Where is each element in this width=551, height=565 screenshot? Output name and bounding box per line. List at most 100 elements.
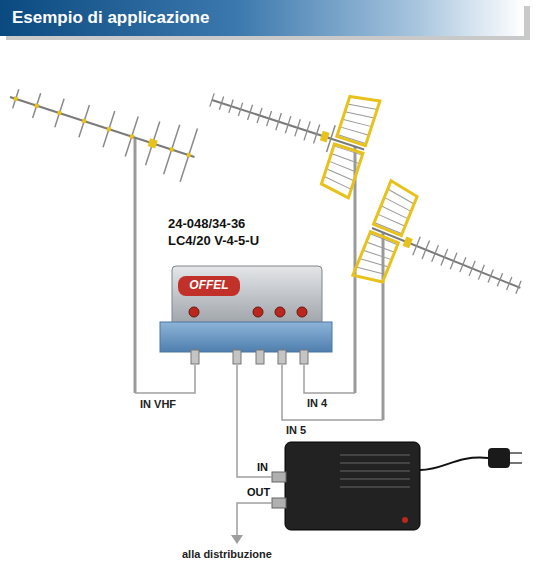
vhf-antenna-part-part xyxy=(148,138,158,148)
uhf-antenna-part-part xyxy=(304,121,310,140)
uhf-antenna-part-part xyxy=(320,131,330,143)
uhf-antenna-part-part xyxy=(413,237,420,256)
header-band-part xyxy=(0,0,524,36)
output-cable-part xyxy=(237,503,272,536)
vhf-antenna-part-part xyxy=(146,121,160,165)
vhf-antenna-part-part xyxy=(106,127,111,132)
brand-logo: OFFEL xyxy=(178,278,240,292)
input-label: IN 4 xyxy=(307,397,327,409)
power-supply xyxy=(272,442,522,530)
output-label: alla distribuzione xyxy=(182,548,272,560)
amplifier-part xyxy=(160,322,332,352)
uhf-antenna-part-part xyxy=(342,117,371,128)
vhf-antenna-part-part xyxy=(186,153,191,158)
uhf-antenna-part-part xyxy=(285,116,291,133)
antenna-cable-part xyxy=(304,365,355,393)
uhf-antenna-part xyxy=(196,51,380,197)
port-label: IN xyxy=(257,461,268,473)
uhf-antenna-part-part xyxy=(219,96,223,109)
vhf-antenna-part-part xyxy=(34,103,39,108)
uhf-antenna xyxy=(353,181,540,420)
amplifier-part xyxy=(297,307,307,317)
vhf-antenna-part-part xyxy=(129,134,134,139)
coax-cable xyxy=(237,365,245,477)
uhf-antenna-part-part xyxy=(403,236,413,248)
uhf-antenna-part-part xyxy=(478,265,484,280)
uhf-antenna-part-part xyxy=(331,153,360,163)
port-label: OUT xyxy=(247,486,270,498)
uhf-antenna-part-part xyxy=(337,92,380,146)
vhf-antenna-part-part xyxy=(164,125,180,174)
uhf-antenna-part-part xyxy=(373,181,418,236)
power-supply-part xyxy=(510,452,522,454)
uhf-antenna-part-part xyxy=(257,108,262,123)
vhf-antenna-part-part xyxy=(169,147,174,152)
uhf-antenna-part-part xyxy=(314,124,320,143)
power-supply-part xyxy=(488,448,510,468)
amplifier-part xyxy=(275,307,285,317)
power-supply-part xyxy=(272,472,286,482)
amplifier-part xyxy=(189,307,199,317)
uhf-antenna-part-part xyxy=(366,241,394,253)
uhf-antenna-part-part xyxy=(383,197,412,211)
header-band xyxy=(0,0,530,40)
output-cable xyxy=(231,477,272,544)
uhf-antenna-part-part xyxy=(374,222,402,233)
antenna-cable xyxy=(135,365,383,420)
uhf-antenna-part-part xyxy=(320,144,363,198)
uhf-antenna-part-part xyxy=(460,257,466,272)
uhf-antenna-part-part xyxy=(422,240,429,259)
power-supply-part xyxy=(340,478,410,480)
uhf-antenna-part-part xyxy=(363,248,392,261)
amplifier-node: 24-048/34-36LC4/20 V-4-5-UOFFEL xyxy=(160,214,335,365)
uhf-antenna-part-part xyxy=(276,113,282,130)
amplifier-part xyxy=(233,350,241,364)
power-supply-part xyxy=(285,442,420,530)
vhf-antenna-part-part xyxy=(82,119,87,124)
amplifier-part xyxy=(253,307,263,317)
power-supply-part xyxy=(340,462,410,464)
uhf-antenna-part-part xyxy=(328,161,357,172)
uhf-antenna-part-part xyxy=(432,245,439,262)
power-supply-part xyxy=(402,517,408,523)
vhf-antenna-part-part xyxy=(13,89,19,108)
vhf-antenna-part-part xyxy=(180,128,197,181)
model-number: 24-048/34-36 xyxy=(168,216,245,231)
amplifier-part xyxy=(300,350,308,364)
uhf-antenna-part-part xyxy=(267,111,272,126)
uhf-antenna-part-part xyxy=(450,253,457,270)
uhf-antenna-part-part xyxy=(469,261,475,276)
vhf-antenna-part xyxy=(134,138,137,393)
power-supply-part xyxy=(340,486,410,488)
uhf-antenna-part-part xyxy=(295,119,301,136)
vhf-antenna-part-part xyxy=(13,96,18,101)
amplifier-part xyxy=(191,350,199,364)
uhf-antenna-part-part xyxy=(497,273,502,286)
power-supply-part xyxy=(510,462,522,464)
input-label: IN VHF xyxy=(140,398,176,410)
uhf-antenna-part-part xyxy=(360,256,389,270)
vhf-antenna-part-part xyxy=(125,117,138,157)
uhf-antenna-part-part xyxy=(345,109,374,121)
antenna-cable-part xyxy=(135,365,195,393)
uhf-antenna-part-part xyxy=(370,234,398,245)
vhf-antenna-part-part xyxy=(33,93,41,118)
uhf-antenna-part-part xyxy=(347,100,377,113)
vhf-antenna-part-part xyxy=(57,111,62,116)
power-supply-part xyxy=(420,458,488,470)
power-supply-node: IN OUT xyxy=(245,440,425,535)
uhf-antenna-part-part xyxy=(507,277,512,290)
power-supply-part xyxy=(340,470,410,472)
uhf-antenna-part-part xyxy=(340,126,369,136)
vhf-antenna-part-part xyxy=(79,105,90,137)
vhf-antenna-part-part xyxy=(55,99,64,128)
uhf-antenna-part-part xyxy=(488,269,493,282)
amplifier xyxy=(160,266,332,364)
uhf-antenna-part-part xyxy=(353,232,398,287)
power-supply-part xyxy=(272,498,286,508)
amplifier-part xyxy=(256,350,264,364)
uhf-antenna-part-part xyxy=(441,249,448,266)
